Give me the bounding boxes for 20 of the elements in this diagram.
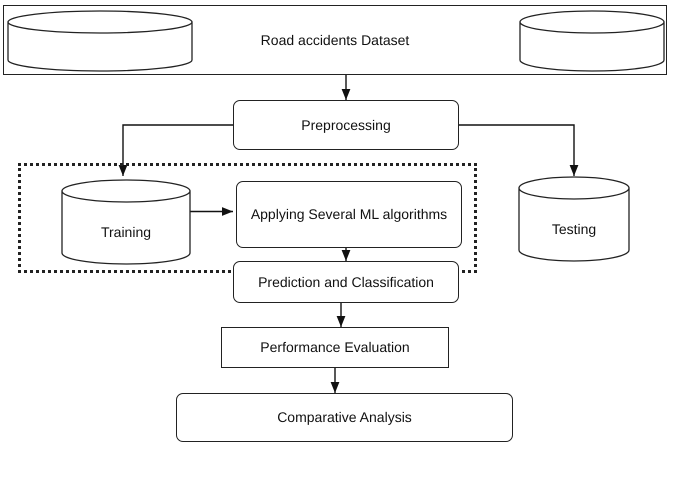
- arrow: [118, 124, 233, 176]
- arrow: [459, 124, 578, 176]
- process-box: [3, 5, 667, 75]
- arrow: [342, 75, 350, 100]
- node-label: Performance Evaluation: [259, 338, 411, 357]
- process-box: [233, 100, 459, 150]
- arrow: [330, 368, 340, 393]
- node-label: Testing: [550, 220, 598, 238]
- node-label: Comparative Analysis: [276, 408, 413, 427]
- process-box: [176, 393, 513, 442]
- arrow: [188, 207, 233, 216]
- node-label: Prediction and Classification: [257, 272, 435, 292]
- arrow: [336, 303, 346, 327]
- process-box: [233, 261, 459, 303]
- node-label: Training: [100, 222, 152, 242]
- process-box: [221, 327, 449, 368]
- node-label: Applying Several ML algorithms: [250, 205, 448, 224]
- node-label: Preprocessing: [300, 116, 392, 134]
- node-label: Road accidents Dataset: [260, 30, 410, 50]
- process-box: [236, 181, 462, 248]
